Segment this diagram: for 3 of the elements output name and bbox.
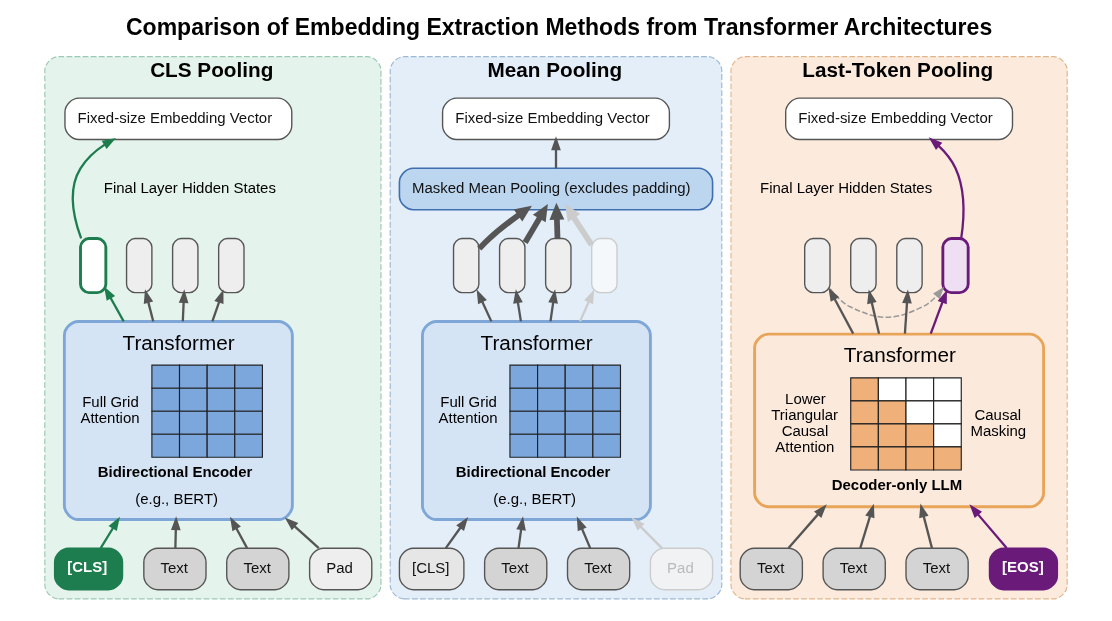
label: Final Layer Hidden States [760, 178, 933, 196]
diagram-title: Comparison of Embedding Extraction Methods from Transformer Architectures [125, 13, 993, 40]
label: Final Layer Hidden States [103, 178, 276, 196]
